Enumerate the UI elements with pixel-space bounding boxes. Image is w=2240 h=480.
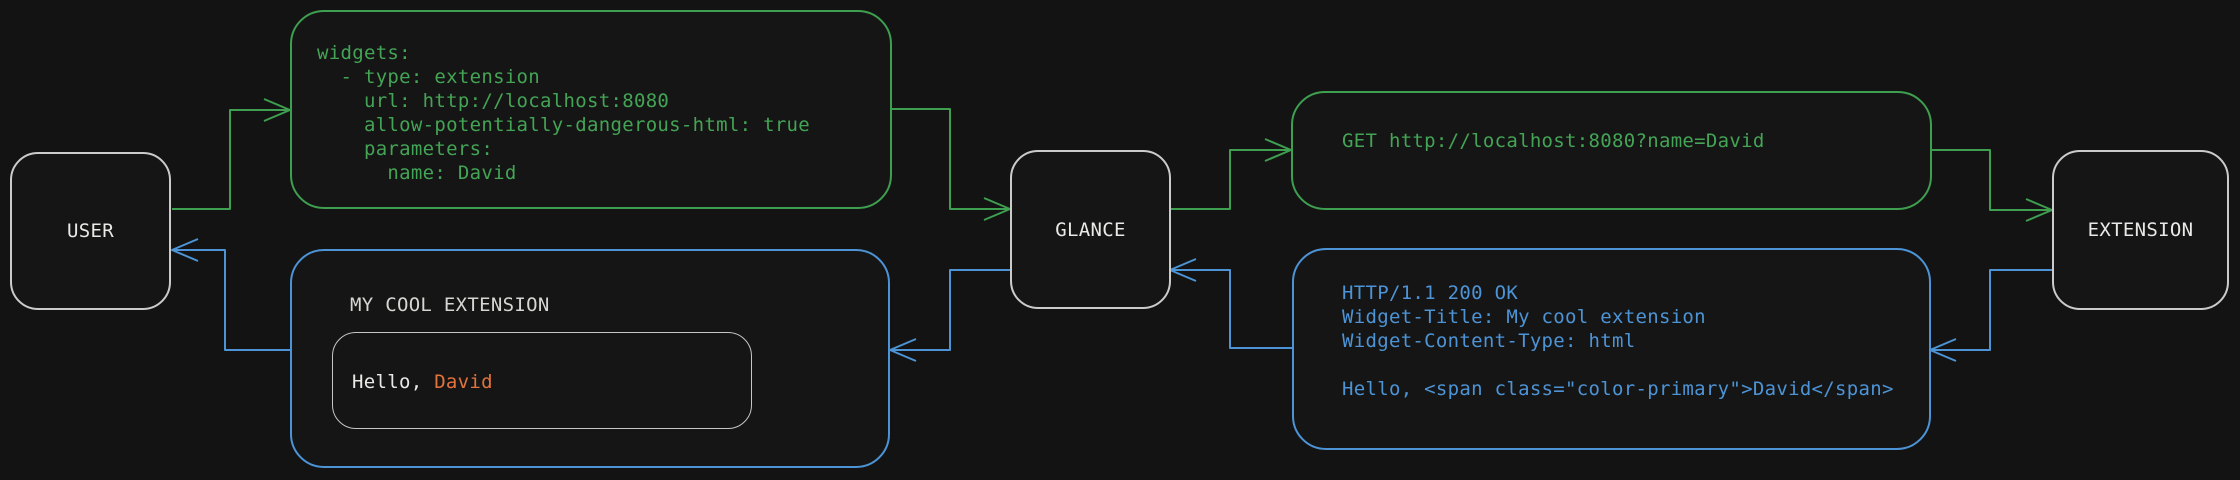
node-glance: GLANCE [1010, 150, 1171, 309]
yaml-config-box: widgets: - type: extension url: http://l… [290, 10, 892, 209]
http-response-box: HTTP/1.1 200 OK Widget-Title: My cool ex… [1292, 248, 1931, 450]
arrow-left-icon [889, 338, 917, 362]
greeting-prefix: Hello, [352, 371, 435, 393]
node-user-label: USER [67, 220, 114, 242]
http-request-code: GET http://localhost:8080?name=David [1342, 130, 1765, 152]
greeting-name: David [434, 371, 493, 393]
node-user: USER [10, 152, 171, 310]
edge-request-to-extension [1932, 149, 2053, 222]
http-response-code: HTTP/1.1 200 OK Widget-Title: My cool ex… [1342, 282, 1894, 400]
edge-extension-to-response [1929, 269, 2052, 362]
arrow-left-icon [171, 238, 199, 262]
node-glance-label: GLANCE [1055, 218, 1126, 241]
edge-response-to-glance [1169, 258, 1292, 349]
edge-glance-to-widget [889, 269, 1010, 362]
edge-glance-to-request [1170, 138, 1292, 210]
http-request-box: GET http://localhost:8080?name=David [1291, 91, 1932, 210]
widget-greeting: Hello, David [352, 371, 493, 393]
widget-content-frame: Hello, David [332, 332, 752, 429]
edge-widget-to-user [171, 238, 290, 351]
edge-user-to-config [172, 98, 291, 210]
rendered-widget-box: MY COOL EXTENSION Hello, David [290, 249, 890, 468]
widget-title: MY COOL EXTENSION [350, 294, 550, 316]
node-extension-label: EXTENSION [2087, 219, 2194, 241]
node-extension: EXTENSION [2052, 150, 2229, 310]
edge-config-to-glance [892, 108, 1011, 221]
yaml-config-code: widgets: - type: extension url: http://l… [317, 42, 811, 185]
